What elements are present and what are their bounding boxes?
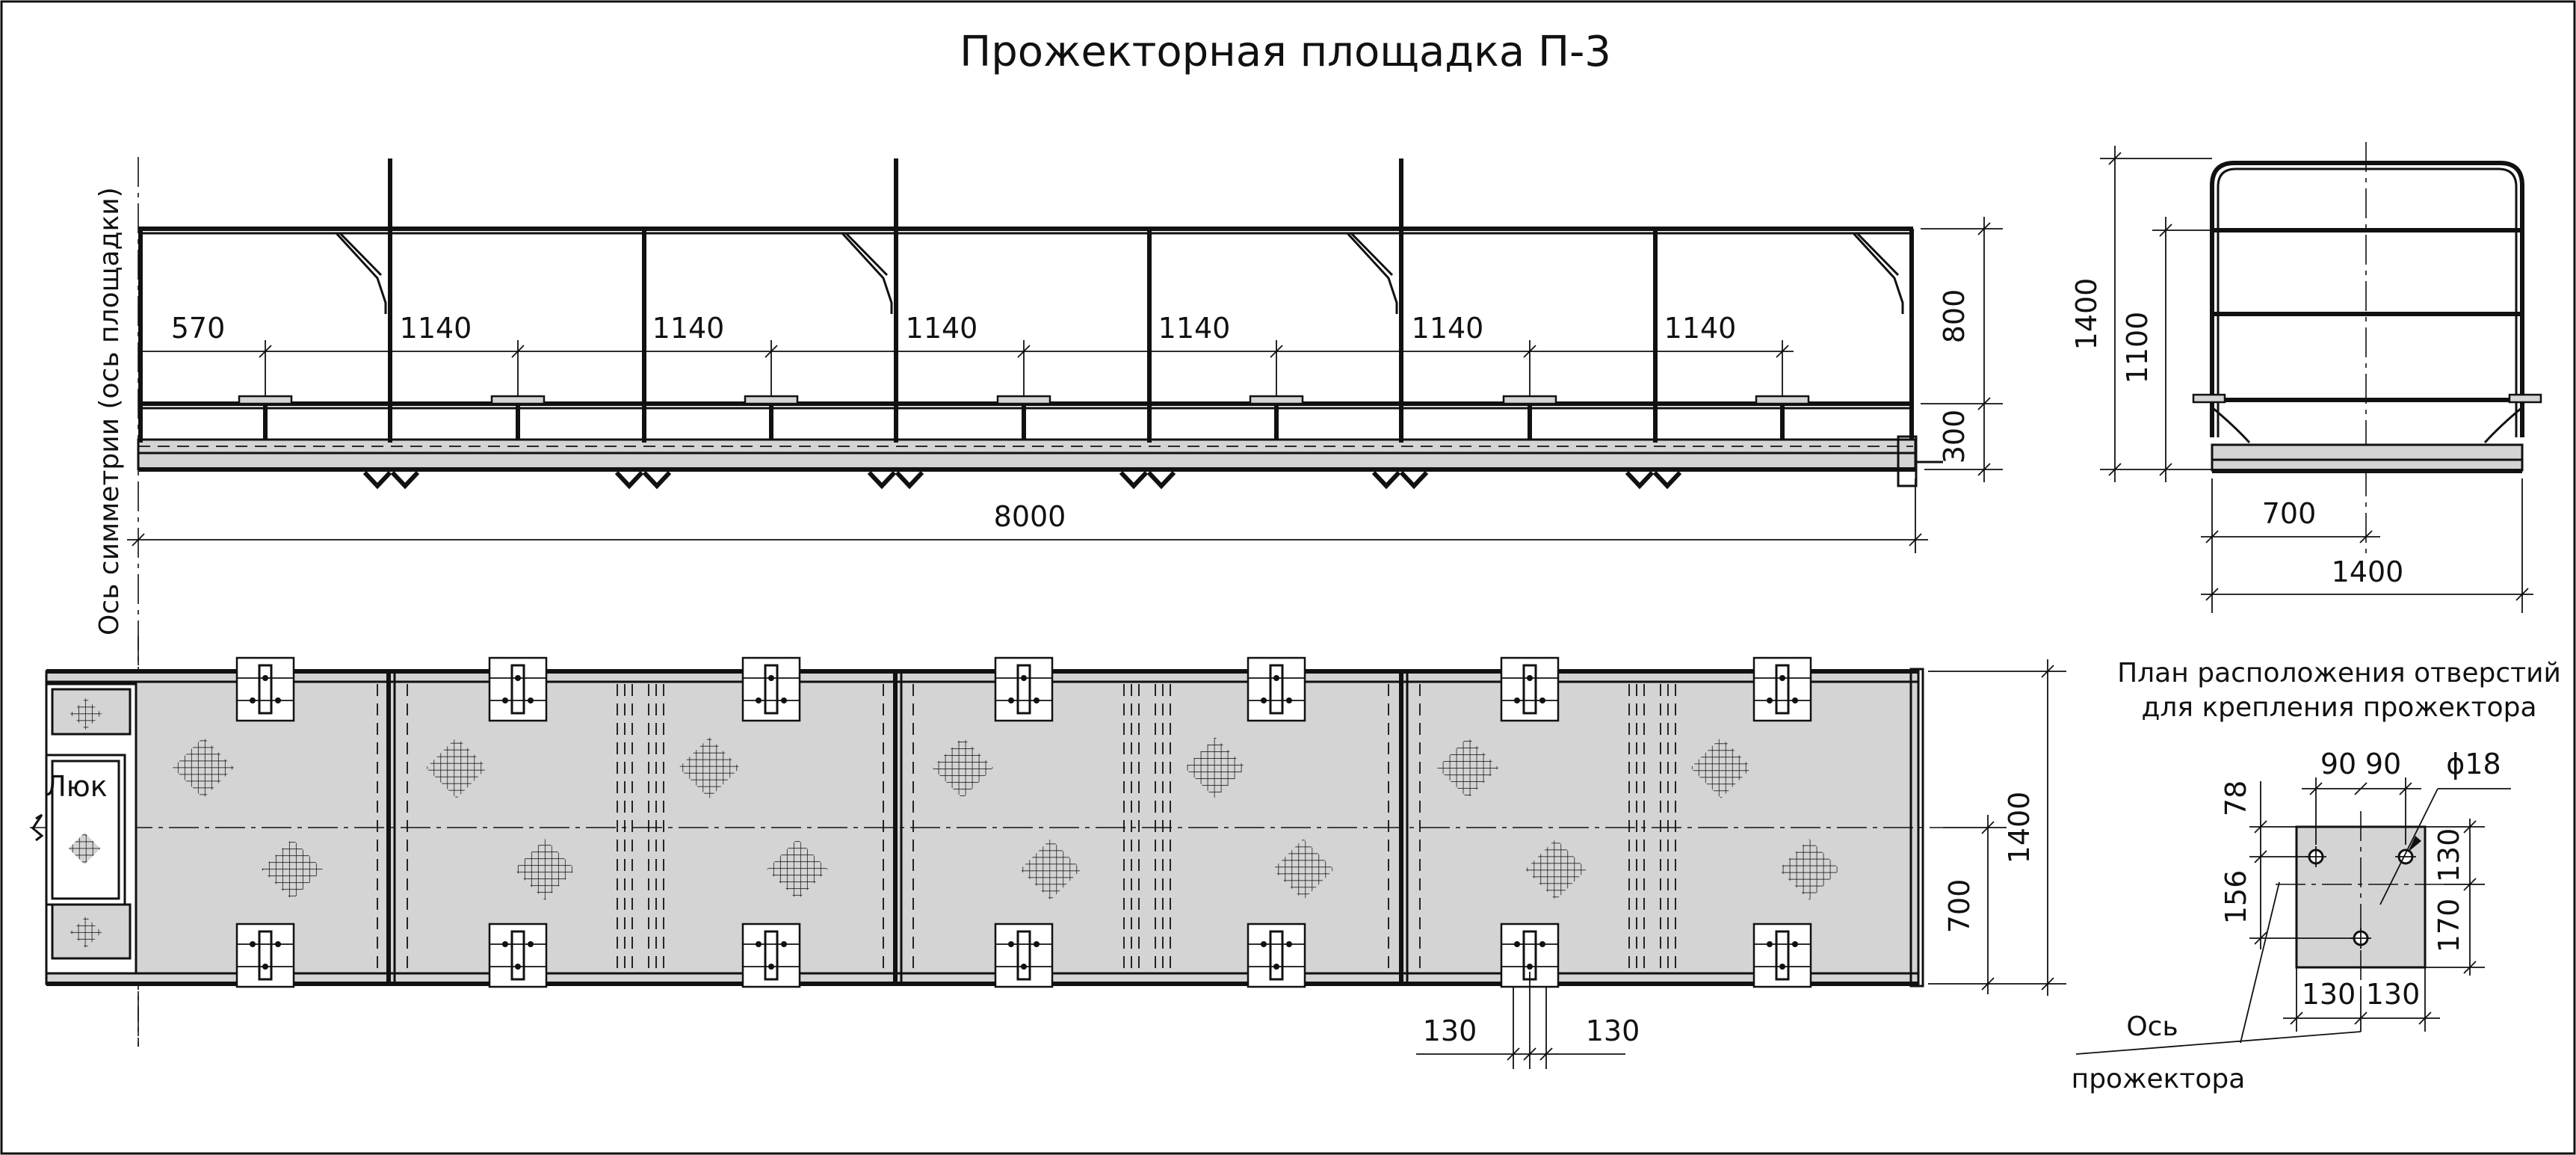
- mount-plates-bottom: [235, 923, 1812, 988]
- mount-plates-top: [235, 656, 1812, 722]
- dim-plan-offset-left: 130: [1423, 1014, 1477, 1047]
- hole-plan-title-1: План расположения отверстий: [2117, 658, 2561, 689]
- dim-length-total: 8000: [994, 500, 1066, 533]
- drawing-title: Прожекторная площадка П-3: [960, 28, 1611, 76]
- dim-hole-dy-bottom: 156: [2220, 870, 2252, 925]
- dim-end-height-total: 1400: [2070, 278, 2103, 351]
- dim-hole-dy-top: 78: [2220, 780, 2252, 816]
- hatch-label: Люк: [45, 770, 108, 803]
- dim-spacing-first: 570: [171, 312, 226, 345]
- dim-plan-offset-right: 130: [1586, 1014, 1640, 1047]
- hatch-section: Люк: [31, 683, 138, 975]
- light-masts: [314, 158, 1904, 443]
- hole-plan-detail: План расположения отверстий для креплени…: [2072, 658, 2561, 1094]
- axis-label-1: Ось: [2126, 1011, 2178, 1042]
- dim-hole-dx2: 90: [2365, 748, 2401, 780]
- symmetry-axis-label: Ось симметрии (ось площадки): [94, 187, 125, 635]
- dim-end-width-total: 1400: [2332, 555, 2404, 588]
- dim-spacing-3: 1140: [906, 312, 978, 345]
- dim-spacing-5: 1140: [1412, 312, 1484, 345]
- side-view: Ось симметрии (ось площадки): [94, 157, 2003, 1047]
- grating-patches: [172, 736, 1841, 901]
- plan-view: Люк: [30, 635, 2066, 1069]
- deck-supports: [362, 470, 1682, 490]
- axis-label-2: прожектора: [2072, 1064, 2246, 1094]
- dim-hole-diameter: ϕ18: [2446, 748, 2501, 780]
- dim-height-upper: 800: [1938, 289, 1971, 344]
- dim-plan-width-total: 1400: [2003, 792, 2036, 864]
- dim-spacing-6: 1140: [1664, 312, 1737, 345]
- dim-hole-h-lower: 170: [2433, 899, 2465, 953]
- dim-hole-w-left: 130: [2302, 978, 2356, 1011]
- dim-end-half-width: 700: [2262, 497, 2317, 530]
- panel-separators: [377, 671, 1676, 984]
- dim-height-lower: 300: [1938, 410, 1971, 464]
- spacing-ticks: [259, 340, 1789, 396]
- dim-hole-dx1: 90: [2320, 748, 2356, 780]
- hole-plan-title-2: для крепления прожектора: [2141, 692, 2536, 723]
- dim-hole-h-upper: 130: [2433, 828, 2465, 883]
- dim-spacing-1: 1140: [400, 312, 472, 345]
- dim-spacing-4: 1140: [1158, 312, 1231, 345]
- dim-hole-w-right: 130: [2366, 978, 2421, 1011]
- dim-spacing-2: 1140: [652, 312, 725, 345]
- dim-end-height-rail: 1100: [2121, 312, 2154, 384]
- end-view: 1400 1100 700 1400: [2070, 142, 2542, 613]
- dim-plan-half-width: 700: [1943, 879, 1976, 934]
- rail-posts: [138, 229, 1658, 443]
